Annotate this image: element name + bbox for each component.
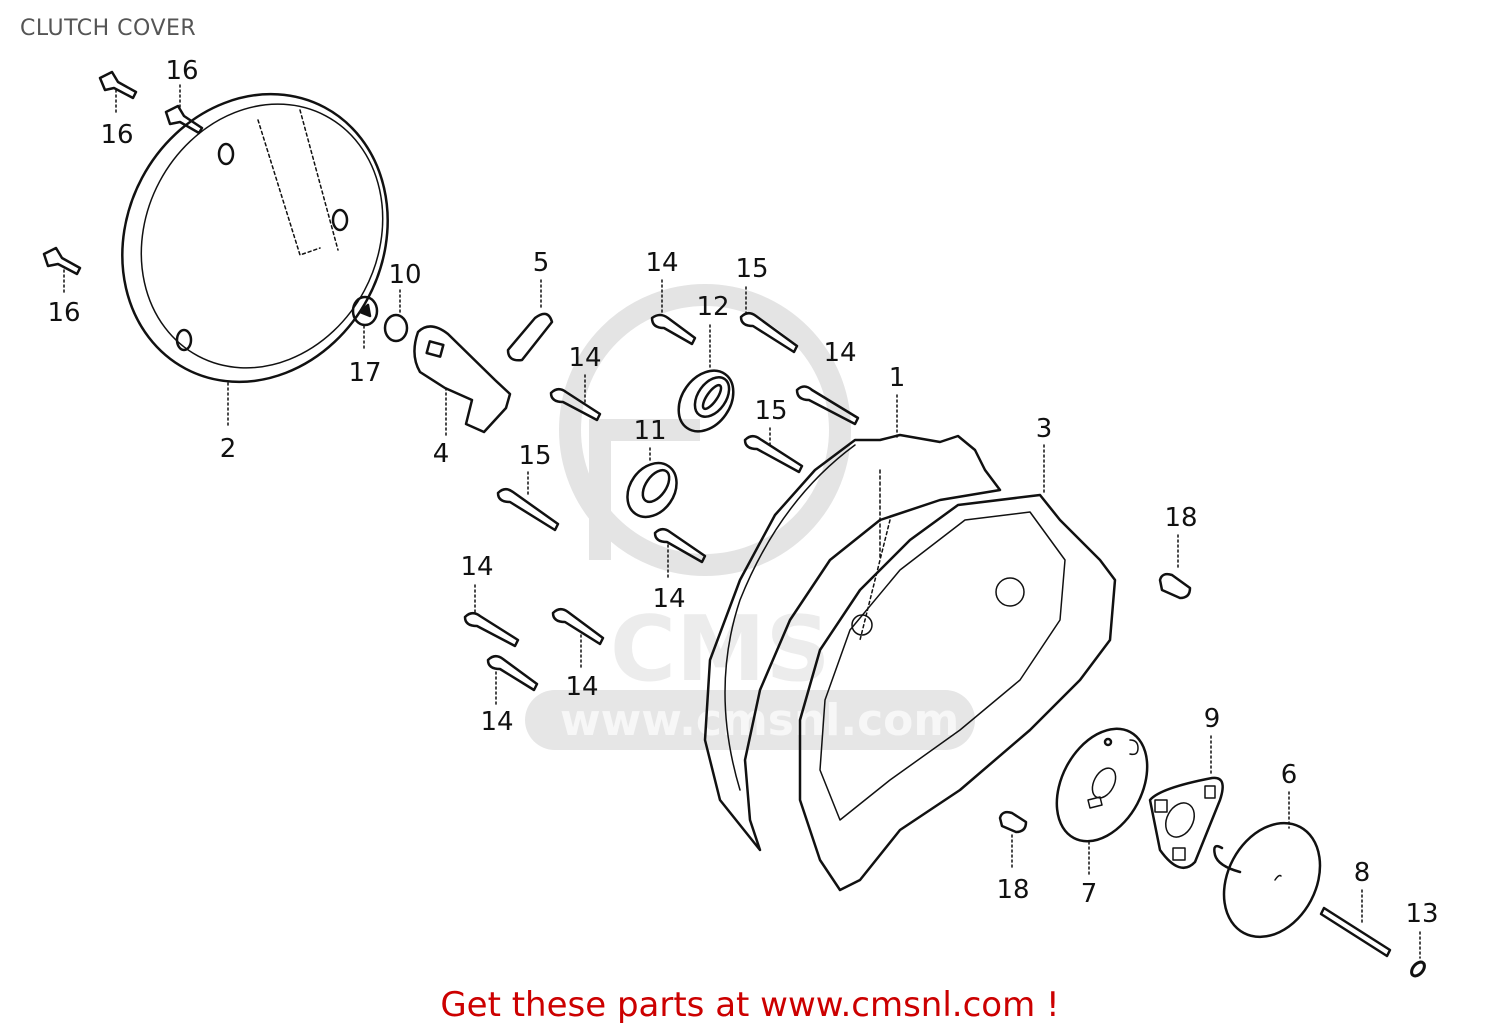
part-8-pin-icon [1319, 889, 1392, 958]
callout-15[interactable]: 15 [518, 441, 552, 471]
part-9-gasket-icon [1148, 735, 1224, 870]
part-5-lifter-piece-icon [506, 279, 554, 362]
callout-13[interactable]: 13 [1405, 899, 1439, 929]
callout-10[interactable]: 10 [388, 260, 422, 290]
callout-11[interactable]: 11 [633, 416, 667, 446]
callout-5[interactable]: 5 [532, 248, 550, 278]
callout-14[interactable]: 14 [460, 552, 494, 582]
callout-6[interactable]: 6 [1280, 760, 1298, 790]
callout-1[interactable]: 1 [888, 363, 906, 393]
callout-16[interactable]: 16 [165, 56, 199, 86]
callout-14[interactable]: 14 [480, 707, 514, 737]
callout-14[interactable]: 14 [565, 672, 599, 702]
part-11-oil-seal-icon [626, 447, 678, 519]
callout-18[interactable]: 18 [996, 875, 1030, 905]
part-6-cap-icon [1213, 791, 1322, 939]
callout-15[interactable]: 15 [735, 254, 769, 284]
part-7-plate-icon [1055, 727, 1149, 876]
part-17-nut-icon [351, 295, 379, 351]
part-15-bolt-icon [496, 286, 804, 532]
callout-12[interactable]: 12 [696, 292, 730, 322]
diagram-title: CLUTCH COVER [20, 16, 197, 41]
callout-17[interactable]: 17 [348, 358, 382, 388]
callout-2[interactable]: 2 [219, 434, 237, 464]
callout-16[interactable]: 16 [47, 298, 81, 328]
part-2-outer-cover-icon [121, 92, 389, 426]
callout-15[interactable]: 15 [754, 396, 788, 426]
part-14-bolt-icon [463, 279, 860, 706]
part-12-bearing-icon [677, 324, 735, 433]
part-13-clip-icon [1410, 931, 1426, 978]
callout-18[interactable]: 18 [1164, 503, 1198, 533]
part-1-clutch-cover-icon [703, 394, 1002, 852]
callout-14[interactable]: 14 [823, 338, 857, 368]
part-4-lifter-arm-icon [413, 325, 512, 436]
svg-text:www.cmsnl.com: www.cmsnl.com [560, 695, 959, 746]
callout-7[interactable]: 7 [1080, 879, 1098, 909]
callout-9[interactable]: 9 [1203, 704, 1221, 734]
part-10-washer-icon [383, 289, 409, 343]
part-18-dowel-icon [998, 534, 1192, 871]
callout-3[interactable]: 3 [1035, 414, 1053, 444]
part-16-screw-icon [42, 70, 204, 296]
part-3-gasket-icon [798, 444, 1117, 892]
callout-14[interactable]: 14 [568, 343, 602, 373]
callout-16[interactable]: 16 [100, 120, 134, 150]
callout-14[interactable]: 14 [652, 584, 686, 614]
callout-8[interactable]: 8 [1353, 858, 1371, 888]
callout-14[interactable]: 14 [645, 248, 679, 278]
get-parts-link[interactable]: Get these parts at www.cmsnl.com ! [440, 985, 1060, 1025]
callout-4[interactable]: 4 [432, 439, 450, 469]
